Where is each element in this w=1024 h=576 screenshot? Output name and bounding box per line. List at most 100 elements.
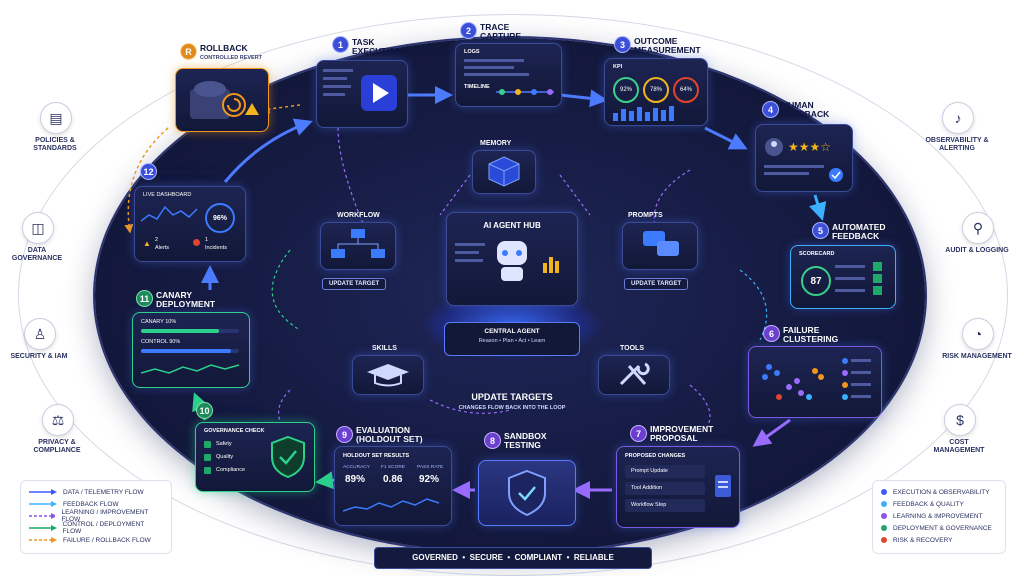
database-lock-icon: ◫ [22,212,54,244]
legend-cat-2: FEEDBACK & QUALITY [881,498,997,510]
stage-9-number: 9 [336,426,353,443]
sandbox-testing-card [478,460,576,526]
tools-card [598,355,670,395]
stage-5-number: 5 [812,222,829,239]
check-item-3: Compliance [216,467,246,473]
stage-10-number: 10 [196,402,213,419]
tools-label: TOOLS [620,345,644,352]
prompts-update-target: UPDATE TARGET [624,278,689,290]
user-lock-icon: ♙ [24,318,56,350]
graduation-cap-icon [367,364,409,387]
update-targets-title: UPDATE TARGETS [471,392,553,402]
kpi-bars [613,106,674,121]
workflow-card [320,222,396,270]
eval-line-chart [343,498,440,512]
automated-feedback-card: SCORECARD 87 [790,245,896,309]
uptime-gauge: 96% [205,203,235,233]
failure-clustering-card [748,346,882,418]
legend-categories: EXECUTION & OBSERVABILITY FEEDBACK & QUA… [872,480,1006,554]
stage-6-number: 6 [763,325,780,342]
security-label: SECURITY & IAM [10,353,68,360]
legend-cat-4: DEPLOYMENT & GOVERNANCE [881,522,997,534]
legend-row-5: FAILURE / ROLLBACK FLOW [29,534,163,546]
skills-label: SKILLS [372,345,397,352]
stage-4-number: 4 [762,101,779,118]
kpi-3: 64% [673,77,699,103]
stage-2-number: 2 [460,22,477,39]
stage-11-title: CANARY DEPLOYMENT [156,290,216,309]
legend-cat-5: RISK & RECOVERY [881,534,997,546]
human-feedback-card: ★★★☆ [755,124,853,192]
stage-2-title: TRACE CAPTURE [480,22,522,41]
arrow-6-7 [752,418,791,447]
pass-rate-value: 92% [419,474,440,485]
audit-label: AUDIT & LOGGING [945,247,1009,254]
privacy-label: PRIVACY & COMPLIANCE [33,439,81,455]
workflow-label: WORKFLOW [337,212,380,219]
check-icon [829,168,843,182]
wrench-icon [619,362,650,386]
stage-3-number: 3 [614,36,631,53]
star-rating-icon: ★★★☆ [788,140,831,154]
memory-card [472,150,536,194]
trace-capture-card: LOGS TIMELINE [455,43,562,107]
proposal-item-2: Tool Addition [631,485,663,491]
cost-label: COST MANAGEMENT [933,439,985,455]
chat-bubbles-icon [643,231,679,256]
workflow-icon [331,229,385,258]
cluster-plot [762,358,871,400]
risk-label: RISK MANAGEMENT [942,353,1012,360]
stage-12-number: 12 [140,163,157,180]
skills-card [352,355,424,395]
stage-1-title: TASK EXECUTION [352,37,402,56]
improvement-proposal-card: PROPOSED CHANGES Prompt Update Tool Addi… [616,446,740,528]
stage-5-title: AUTOMATED FEEDBACK [832,222,886,241]
scales-icon: ⚖ [42,404,74,436]
arrow-12-1 [223,118,313,183]
alert-icon: ▲ [143,239,151,248]
check-item-1: Safety [216,441,232,447]
stage-4-title: HUMAN FEEDBACK [782,100,830,119]
rollback-title: ROLLBACK [200,43,248,53]
audit-search-icon: ⚲ [962,212,994,244]
dollar-icon: $ [944,404,976,436]
data-governance-label: DATA GOVERNANCE [11,247,63,263]
workflow-update-target: UPDATE TARGET [322,278,387,290]
document-icon [715,475,731,497]
stage-11-number: 11 [136,290,153,307]
stage-9-title: EVALUATION (HOLDOUT SET) [356,425,423,444]
prompts-label: PROMPTS [628,212,663,219]
stage-7-title: IMPROVEMENT PROPOSAL [650,424,714,443]
hub-title: AI AGENT HUB [483,221,541,230]
evaluation-card: HOLDOUT SET RESULTS ACCURACY F1 SCORE PA… [334,446,452,526]
legend-cat-3: LEARNING & IMPROVEMENT [881,510,997,522]
update-targets-subtitle: CHANGES FLOW BACK INTO THE LOOP [458,405,566,411]
rollback-card [175,68,269,132]
arrow-4-5 [809,194,827,221]
legend-row-3: LEARNING / IMPROVEMENT FLOW [29,509,163,523]
arrow-2-3 [559,89,608,108]
shield-check-icon [508,469,546,517]
central-agent-steps: Reason • Plan • Act • Learn [478,338,546,344]
arrow-9-10 [315,471,336,490]
stage-1-number: 1 [332,36,349,53]
bell-icon: ♪ [942,102,974,134]
rollback-badge: R [180,43,197,60]
check-item-2: Quality [216,454,234,460]
rollback-cloud-icon [190,81,259,119]
robot-icon [455,241,559,281]
gauge-icon: ◔ [962,318,994,350]
central-agent-label: CENTRAL AGENT [484,328,540,335]
kpi-1: 92% [613,77,639,103]
shield-check-icon [271,435,305,479]
rollback-subtitle: CONTROLLED REVERT [200,55,263,61]
stage-8-title: SANDBOX TESTING [504,431,547,450]
proposal-item-3: Workflow Step [631,502,667,508]
policies-icon: ▤ [40,102,72,134]
observability-label: OBSERVABILITY & ALERTING [925,137,989,153]
approval-card: GOVERNANCE CHECK Safety Quality Complian… [195,422,315,492]
arrow-rollback [124,127,169,234]
central-agent-plate: CENTRAL AGENT Reason • Plan • Act • Lear… [444,322,580,356]
stage-6-title: FAILURE CLUSTERING [783,325,839,344]
legend-row-2: FEEDBACK FLOW [29,498,163,510]
